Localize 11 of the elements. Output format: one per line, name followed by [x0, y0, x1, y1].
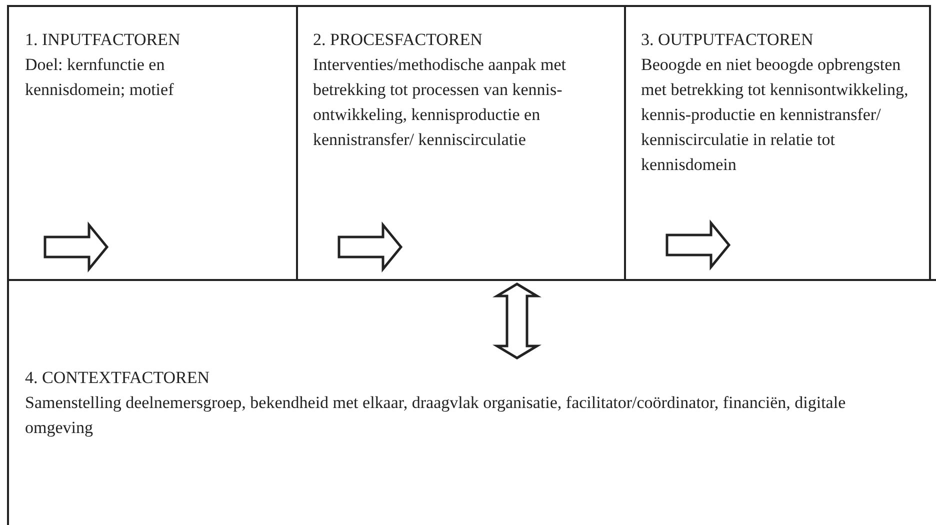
- factor-description: Doel: kernfunctie en kennisdomein; motief: [25, 54, 175, 101]
- context-panel: [7, 279, 936, 525]
- factor-heading: 2. PROCESFACTOREN: [313, 29, 484, 51]
- factor-heading: 4. CONTEXTFACTOREN: [25, 367, 210, 389]
- factor-box: [7, 5, 298, 281]
- factor-description: Beoogde en niet beoogde opbrengsten met betrekking tot kennisontwikkeling, kennis-productie en kennistransfer/ kenniscirculatie in relatie tot kennisdomein: [641, 54, 910, 176]
- factor-heading: 1. INPUTFACTOREN: [25, 29, 182, 51]
- factor-box: [624, 5, 931, 281]
- factor-description: Interventies/methodische aanpak met betrekking tot processen van kennis-ontwikkeling, kennisproductie en kennistransfer/ kenniscirculatie: [313, 54, 568, 151]
- factor-description: Samenstelling deelnemersgroep, bekendheid met elkaar, draagvlak organisatie, facilitator/coördinator, financiën, digitale omgeving: [25, 392, 847, 439]
- factor-heading: 3. OUTPUTFACTOREN: [641, 29, 814, 51]
